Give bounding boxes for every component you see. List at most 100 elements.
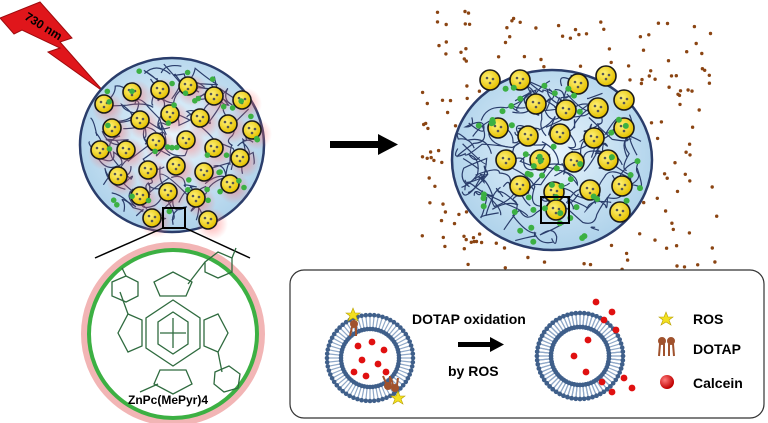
liposome-icon [555,99,577,121]
brown-dot [696,263,700,267]
lipid-tail [598,323,608,334]
lipid-tail [604,332,616,340]
lipid-tail [329,366,342,371]
lipid-tail [375,387,379,400]
lipid-head [615,374,621,379]
lipid-head [577,396,583,402]
ros-star-icon [390,390,406,405]
liposome-icon [583,127,605,149]
green-dot [129,88,135,95]
liposome-icon [595,65,617,87]
lipid-head [618,341,624,346]
brown-dot [425,156,429,160]
green-dot [571,92,577,99]
lipid-tail [571,314,575,327]
green-dot [186,177,192,183]
green-dot [557,210,564,217]
brown-dot [626,64,631,68]
brown-dot [465,96,469,101]
lipid-head [409,364,415,369]
lipid-tail [609,361,622,365]
calcein-dot [362,372,370,380]
brown-dot [625,258,630,262]
green-dot [577,161,584,167]
liposome-icon [186,188,206,208]
brown-dot [503,40,508,45]
lipid-tail [361,316,365,329]
green-dot [184,69,191,76]
brown-dot [683,172,687,176]
green-dot [517,227,524,234]
step-label-line1: DOTAP oxidation [412,311,526,327]
lipid-head [539,333,545,339]
lipid-head [395,322,400,328]
lipid-head [403,331,409,337]
lipid-tail [357,386,362,399]
green-dot [536,153,543,160]
brown-dot [462,57,466,61]
green-dot [171,102,177,108]
legend-item-ros: ROS [658,311,723,327]
lipid-head [400,383,406,388]
lipid-head [391,319,397,325]
lipid-head [538,370,543,375]
liposome-icon [549,123,571,145]
lipid-head [620,353,626,359]
brown-dot [464,47,468,51]
lipid-tail [607,339,620,346]
lipid-tail [547,374,558,384]
brown-dot [690,89,694,93]
lipid-head [325,364,331,369]
green-dot [581,233,588,240]
lipid-tail [544,372,556,380]
legend-item-dotap: DOTAP [658,337,741,357]
green-dot [254,136,261,143]
green-dot [106,146,113,152]
lipid-head [326,343,332,348]
brown-dot [469,240,473,244]
lipid-tail [332,371,344,379]
green-dot [508,122,515,129]
polymer-strand [90,117,98,136]
legend: ROS DOTAP Calcein [658,311,743,391]
brown-dot [588,262,593,267]
brown-dot [669,74,674,78]
lipid-tail [563,316,570,329]
brown-dot [656,21,661,25]
calcein-dot [350,368,358,376]
brown-dot [518,20,522,24]
green-dot [238,98,244,104]
lipid-head [388,317,393,323]
brown-dot [607,47,612,51]
lipid-head [573,396,579,402]
liposome-icon [479,69,501,91]
brown-dot [444,22,448,27]
lipid-head [618,366,624,371]
polymer-strand [461,153,481,188]
lipid-tail [329,345,342,350]
brown-dot [687,142,692,146]
brown-dot [671,227,675,232]
liposome-icon [230,148,250,168]
brown-dot [462,247,466,251]
liposome-icon [130,110,150,130]
brown-dot [662,172,667,176]
lipid-head [557,315,562,321]
lipid-head [565,394,570,400]
lipid-head [534,357,540,363]
lipid-tail [538,347,551,351]
lipid-head [384,395,389,401]
brown-dot [678,102,682,107]
lipid-tail [398,366,411,371]
brown-dot [477,232,482,236]
polymer-strand [463,117,485,132]
brown-dot [682,265,687,269]
lipid-tail [328,363,341,367]
brown-dot [445,110,450,115]
green-dot [110,197,117,203]
lipid-head [619,362,625,367]
lipid-tail [330,341,343,348]
lipid-head [550,386,555,392]
polymer-strand [559,162,579,187]
